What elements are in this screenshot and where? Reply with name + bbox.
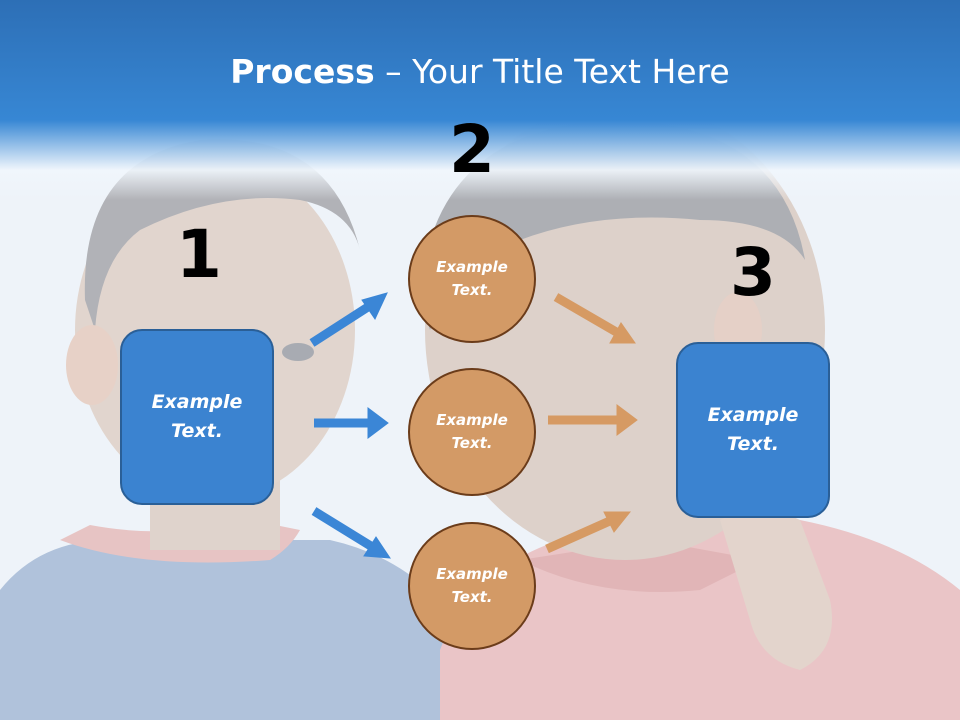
middle-process-circle[interactable]: Example Text. <box>408 368 536 496</box>
blue-arrow-straight <box>314 407 389 439</box>
title-rest: – Your Title Text Here <box>374 52 730 91</box>
top-process-circle[interactable]: Example Text. <box>408 215 536 343</box>
orange-arrow-straight <box>548 404 638 436</box>
slide-title: Process – Your Title Text Here <box>0 52 960 91</box>
blue-arrow-down <box>311 507 391 559</box>
title-band <box>0 0 960 200</box>
bottom-process-circle[interactable]: Example Text. <box>408 522 536 650</box>
step-number-3: 3 <box>730 234 776 311</box>
orange-arrow-up <box>545 511 632 554</box>
title-bold: Process <box>230 52 375 91</box>
orange-arrow-down <box>553 293 636 344</box>
right-process-box[interactable]: Example Text. <box>676 342 830 518</box>
blue-arrow-up <box>309 292 388 347</box>
step-number-1: 1 <box>176 216 222 293</box>
step-number-2: 2 <box>449 111 495 188</box>
left-process-box[interactable]: Example Text. <box>120 329 274 505</box>
